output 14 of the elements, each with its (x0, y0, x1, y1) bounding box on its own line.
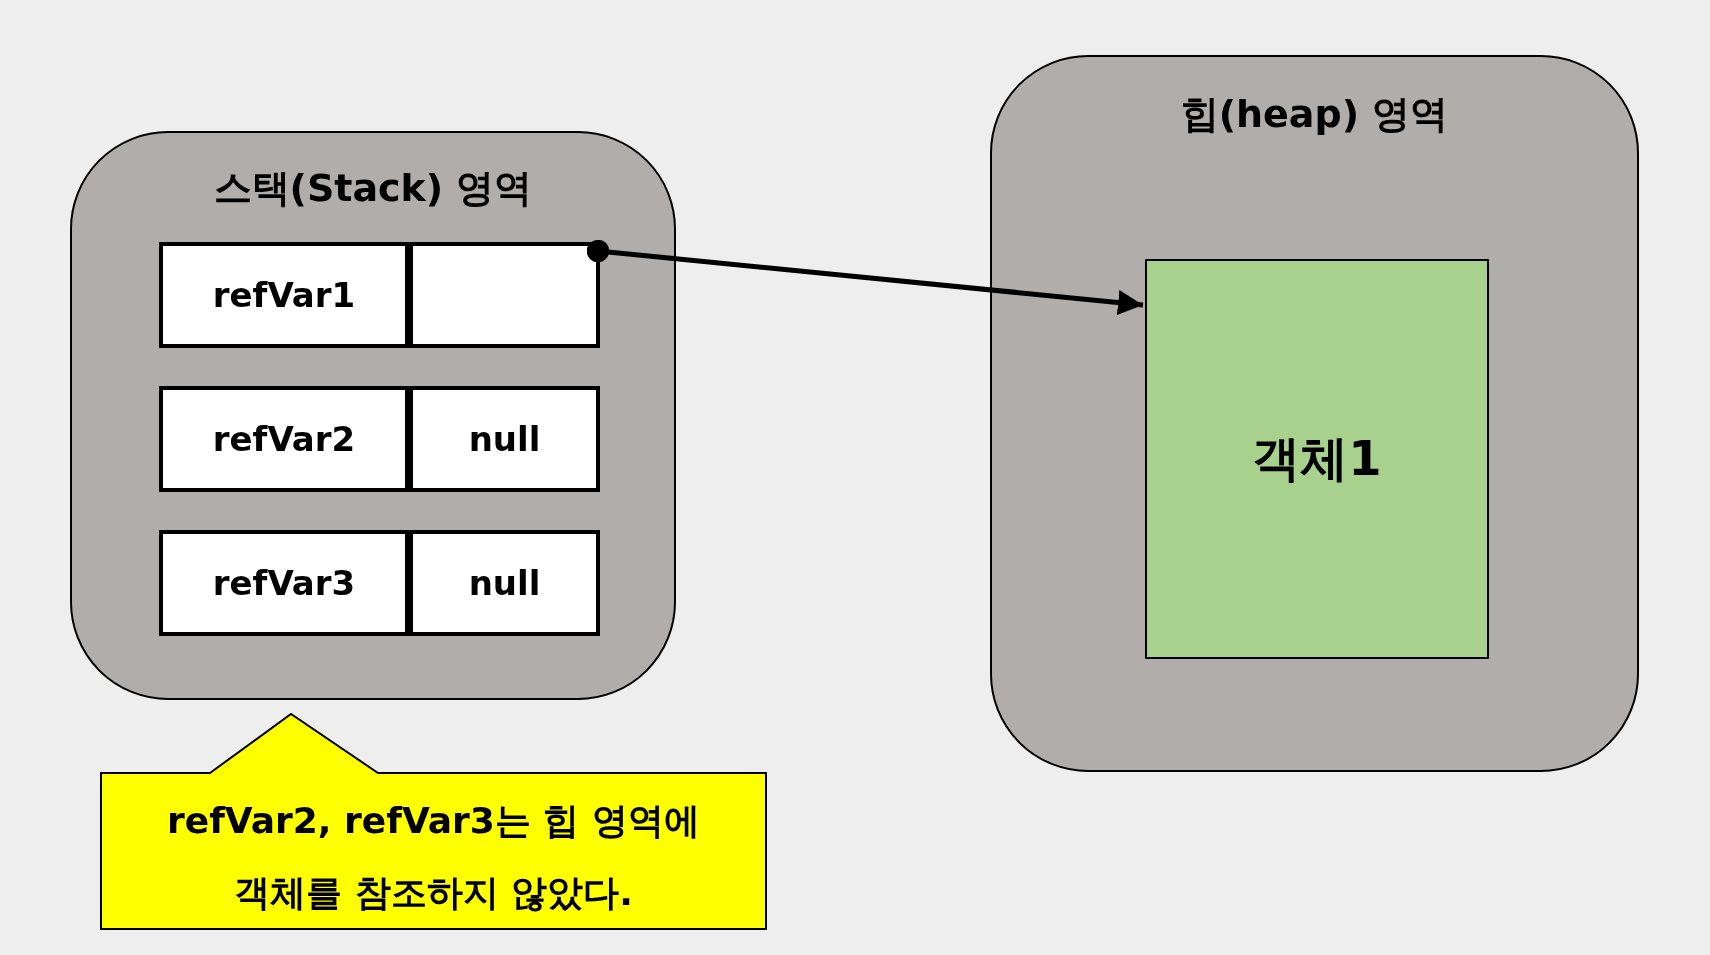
object-box: 객체1 (1145, 259, 1489, 659)
arrow (586, 239, 1144, 315)
variable-cell: refVar3 (159, 530, 409, 636)
region-title: 스택(Stack) 영역 (212, 165, 534, 212)
callout-box (100, 713, 767, 930)
region-title: 힙(heap) 영역 (1179, 91, 1450, 138)
variable-cell: refVar2 (159, 386, 409, 492)
variable-cell (409, 242, 600, 348)
variable-cell: refVar1 (159, 242, 409, 348)
memory-region (70, 131, 676, 700)
memory-region (990, 55, 1639, 772)
variable-cell: null (409, 530, 600, 636)
variable-cell: null (409, 386, 600, 492)
callout-text: refVar2, refVar3는 힙 영역에 객체를 참조하지 않았다. (166, 799, 701, 915)
